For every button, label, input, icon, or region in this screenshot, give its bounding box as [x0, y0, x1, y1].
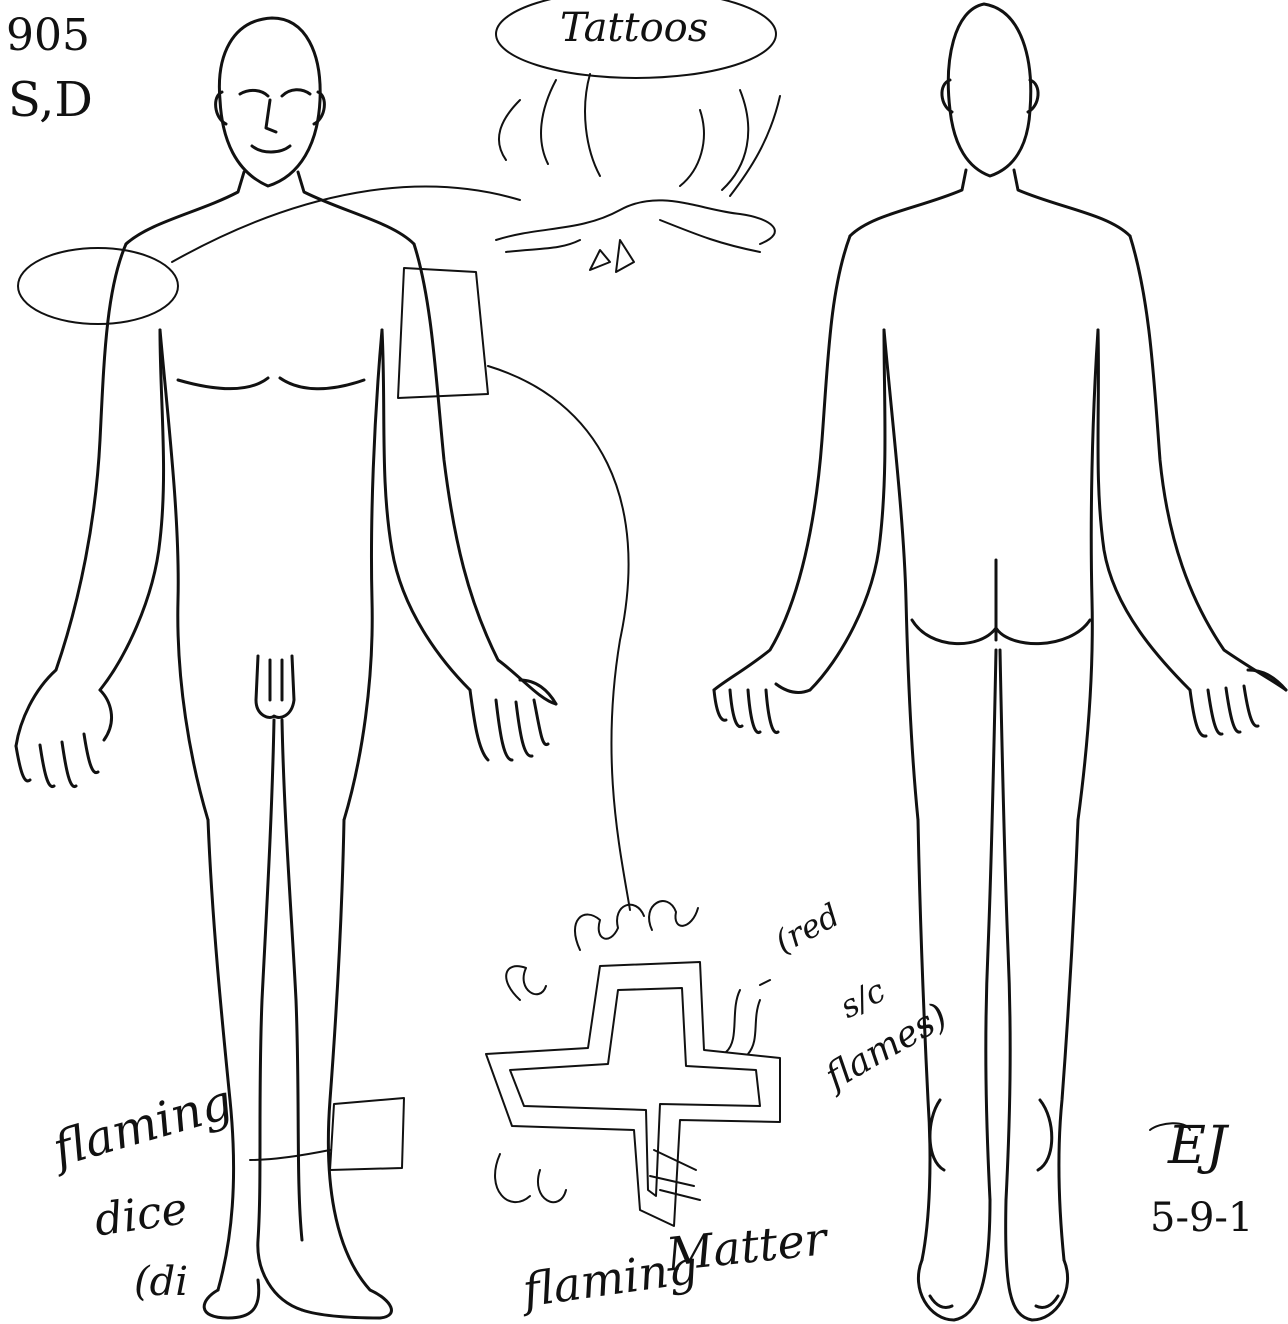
- arm-tattoo-box: [398, 268, 630, 910]
- shoulder-tattoo-circle: [18, 187, 520, 324]
- dice-note-di: (di: [134, 1262, 188, 1302]
- exam-date: 5-9-1: [1150, 1198, 1253, 1238]
- antler-tattoo-sketch: [496, 74, 780, 272]
- sides-note: S,D: [8, 76, 93, 124]
- dice-note-dice: dice: [92, 1187, 190, 1244]
- flaming-cross-tattoo-sketch: [486, 901, 780, 1226]
- examiner-initials: EJ: [1168, 1120, 1227, 1172]
- tattoos-label: Tattoos: [560, 8, 708, 48]
- chart-code-note: 905: [6, 14, 90, 58]
